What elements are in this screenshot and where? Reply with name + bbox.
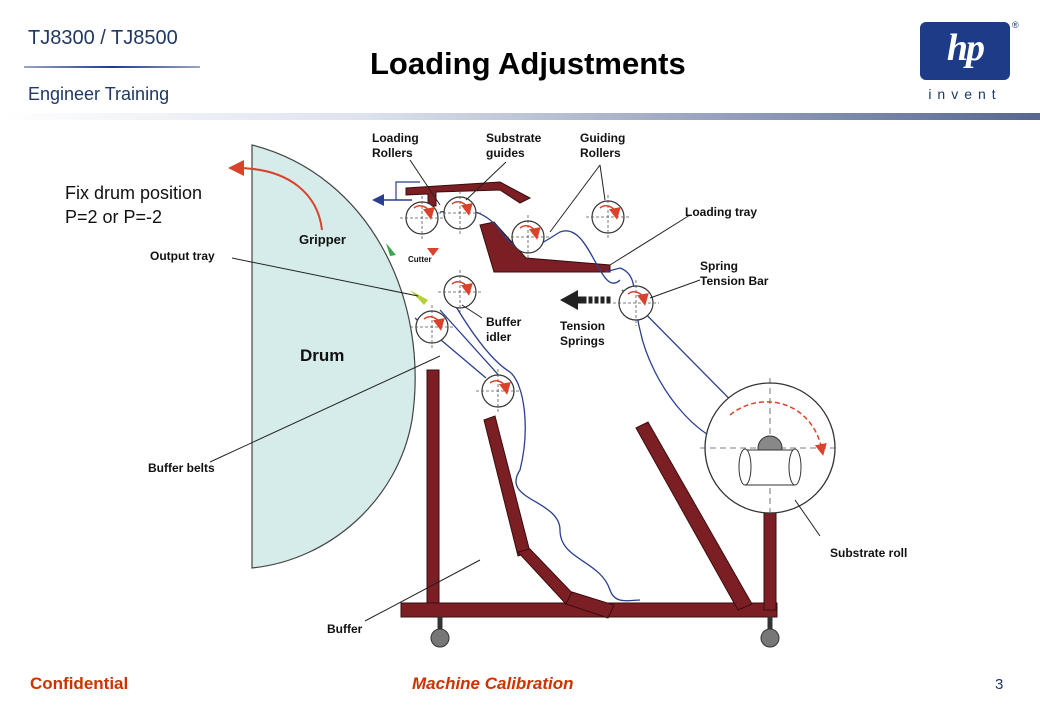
frame-diagonal-strut [635,421,753,611]
label-tension-springs-1: Tension [560,319,605,333]
buffer-plate-bottom [565,591,615,619]
label-loading-rollers-2: Rollers [372,146,413,160]
hp-logo-mark: hp [946,27,985,69]
label-substrate-guides-2: guides [486,146,525,160]
leader-lines [209,159,821,622]
hp-logo: hp invent ® [920,20,1019,106]
header-divider [24,66,200,68]
label-fix-drum-line1: Fix drum position [65,183,202,203]
label-loading-tray: Loading tray [685,205,757,219]
header-training: Engineer Training [28,84,170,104]
roller-rotation-arrows [413,201,649,395]
hp-logo-registered: ® [1012,20,1019,30]
label-guiding-rollers-2: Rollers [580,146,621,160]
frame-left-post [426,369,440,611]
rollers [405,196,654,408]
gripper-marker [386,243,396,256]
frame-wheels [430,616,780,648]
hp-logo-box [920,22,1010,80]
page-title: Loading Adjustments [370,46,686,81]
footer-page-number: 3 [995,676,1004,693]
substrate-roll-spool [744,449,796,486]
label-cutter: Cutter [408,255,432,264]
label-spring-tension-1: Spring [700,259,738,273]
roller-crosshairs [400,191,659,413]
wheel-right [760,628,780,648]
label-spring-tension-2: Tension Bar [700,274,769,288]
substrate-roll-arrow [729,401,827,456]
label-loading-rollers-1: Loading [372,131,419,145]
hp-logo-tagline: invent [928,86,1002,102]
top-gradient-bar [0,113,1040,120]
label-buffer-belts: Buffer belts [148,461,215,475]
output-tray-marker [410,290,428,305]
substrate-roll [700,378,840,518]
wheel-left [430,628,450,648]
roller-feed-arrow-2 [395,181,420,200]
buffer-plate [483,415,531,557]
top-guide-bar [405,181,532,207]
drum-rotation-arrow [228,160,323,231]
label-buffer: Buffer [327,622,363,636]
label-output-tray: Output tray [150,249,215,263]
header-product: TJ8300 / TJ8500 [28,27,178,49]
label-drum: Drum [300,346,344,365]
label-tension-springs-2: Springs [560,334,605,348]
footer-confidential: Confidential [30,674,129,693]
cutter-marker [427,248,439,256]
loading-diagram: Loading Rollers Substrate guides Guiding… [65,131,907,648]
label-fix-drum-line2: P=2 or P=-2 [65,207,162,227]
label-substrate-roll: Substrate roll [830,546,907,560]
footer-section: Machine Calibration [412,674,574,693]
label-substrate-guides-1: Substrate [486,131,542,145]
buffer-plate-lower [517,548,578,605]
drum-shape [251,144,416,569]
tension-springs-arrow [560,290,611,310]
label-buffer-idler-2: idler [486,330,512,344]
label-buffer-idler-1: Buffer [486,315,522,329]
label-guiding-rollers-1: Guiding [580,131,625,145]
machine-frame [400,181,778,619]
label-gripper: Gripper [299,232,346,247]
